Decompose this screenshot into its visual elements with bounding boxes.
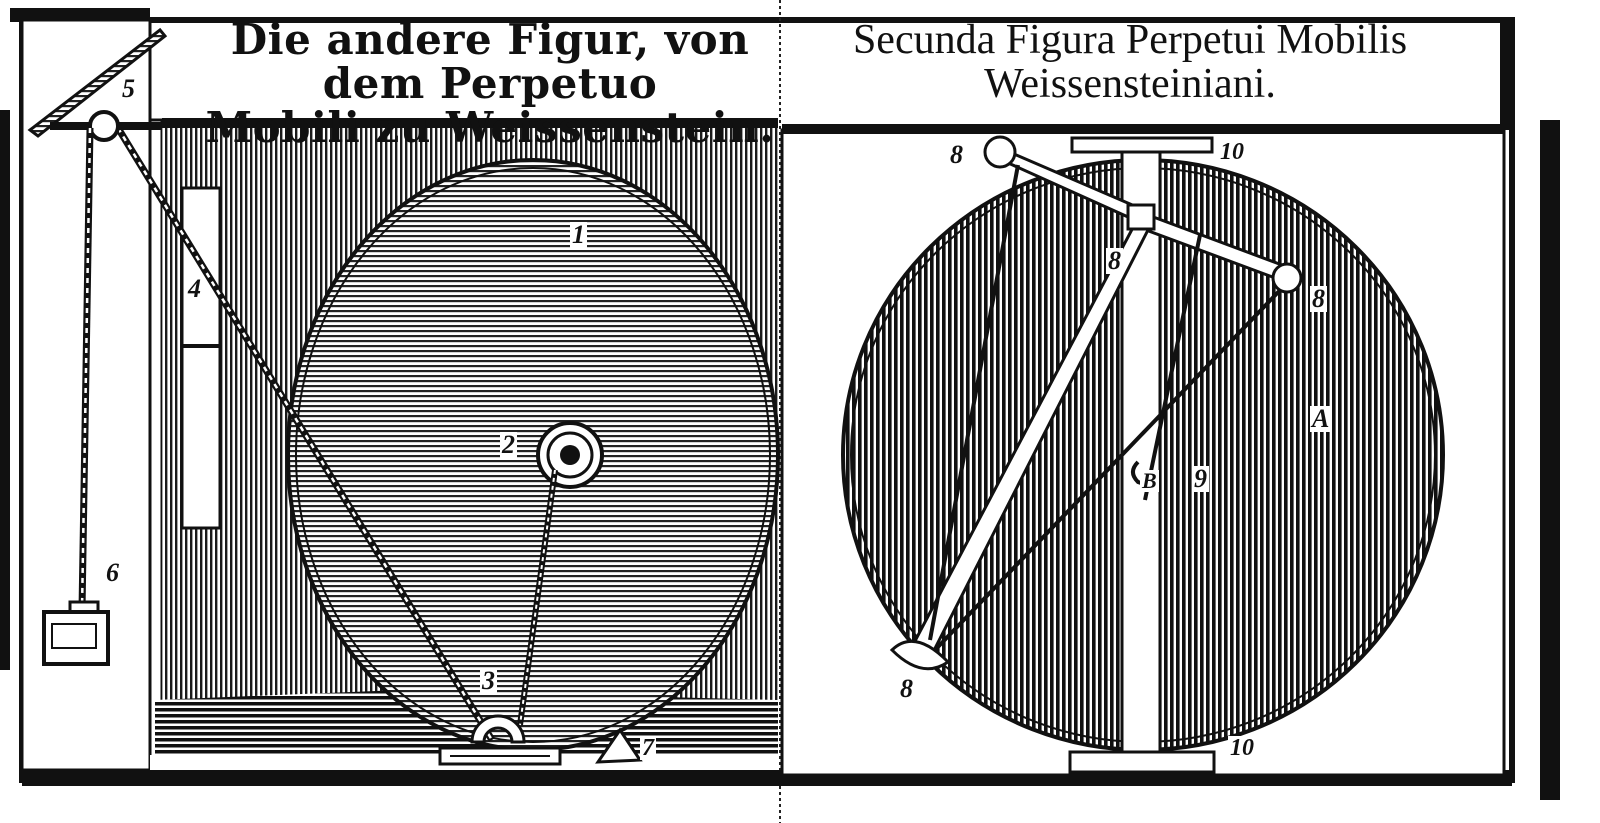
title-latin-line1: Secunda Figura Perpetui Mobilis — [852, 17, 1408, 63]
label-10-bottom: 10 — [1228, 735, 1256, 761]
label-axle-2: 2 — [500, 430, 517, 459]
label-wheel-1: 1 — [570, 220, 587, 249]
label-8-right: 8 — [1310, 284, 1327, 313]
title-german-line2: Mobili zu Weissenstein. — [205, 103, 775, 153]
label-rope-4: 4 — [186, 274, 203, 303]
title-german: Die andere Figur, von dem Perpetuo Mobil… — [190, 15, 790, 153]
left-figure — [20, 18, 780, 772]
label-8-arm: 8 — [1106, 246, 1123, 275]
label-10-top: 10 — [1218, 139, 1246, 165]
label-item-7: 7 — [640, 735, 656, 761]
label-B: B — [1140, 468, 1159, 493]
label-weight-6: 6 — [104, 558, 121, 587]
title-latin: Secunda Figura Perpetui Mobilis Weissens… — [810, 18, 1450, 106]
title-latin-line2: Weissensteiniani. — [984, 61, 1276, 108]
label-9: 9 — [1192, 464, 1209, 493]
label-beam-5: 5 — [120, 74, 137, 103]
label-8-top: 8 — [948, 140, 965, 169]
label-8-bottom: 8 — [898, 674, 915, 703]
label-A: A — [1310, 404, 1332, 433]
label-pulley-3: 3 — [480, 666, 497, 695]
right-figure — [780, 124, 1506, 777]
title-german-line1: Die andere Figur, von dem Perpetuo — [230, 15, 750, 109]
